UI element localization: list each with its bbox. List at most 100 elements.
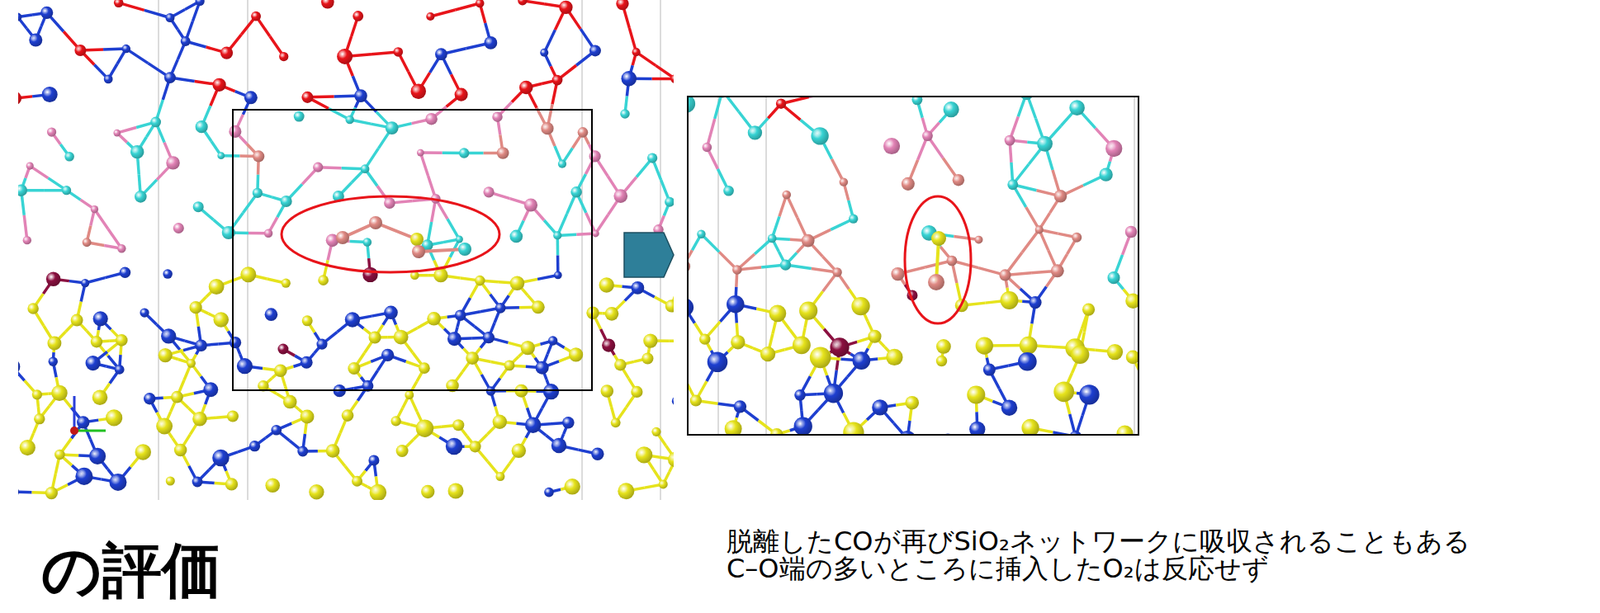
atom (904, 396, 919, 411)
atom (393, 330, 409, 346)
atom (293, 111, 305, 123)
atom (228, 125, 242, 138)
atom (482, 186, 494, 198)
atom (747, 125, 763, 140)
co-chain (336, 216, 472, 259)
atom (492, 111, 502, 122)
atom (1054, 189, 1068, 204)
atom (570, 186, 583, 199)
atom (40, 6, 53, 19)
bond (668, 339, 674, 343)
right-structure (687, 96, 1139, 436)
atom (426, 312, 441, 327)
atom (851, 297, 870, 316)
bond (420, 152, 428, 176)
atom (760, 346, 776, 362)
atom (277, 343, 289, 355)
atom (465, 351, 479, 365)
atom (548, 336, 558, 346)
atom (702, 142, 713, 153)
atom (781, 190, 791, 200)
atom (425, 113, 438, 126)
co-molecule (927, 231, 947, 291)
atom (651, 427, 661, 437)
atom (104, 74, 114, 84)
atom (687, 298, 694, 317)
atom (162, 269, 173, 280)
atom (620, 71, 637, 87)
atom (459, 147, 469, 158)
note-text: 脱離したCOが再びSiO₂ネットワークに吸収されることもある (726, 528, 1594, 556)
atom (368, 454, 379, 466)
atom (113, 129, 121, 138)
atom (51, 385, 67, 402)
atom (410, 232, 424, 247)
zoom-arrow (624, 232, 674, 278)
atom (217, 151, 225, 160)
atom (696, 230, 706, 239)
atom (347, 362, 360, 375)
atom (911, 96, 923, 105)
atom (667, 452, 674, 469)
atom (610, 417, 621, 428)
atom (589, 44, 602, 57)
atom (647, 152, 658, 163)
atom (47, 127, 57, 137)
atom (641, 352, 654, 365)
atom (158, 348, 173, 363)
atom (416, 149, 425, 157)
atom (983, 364, 996, 377)
atom (563, 478, 580, 495)
atom (1007, 179, 1018, 190)
atom (946, 255, 958, 267)
atom (47, 336, 62, 351)
atom (48, 357, 58, 367)
atom (115, 334, 128, 347)
atom (1082, 303, 1095, 317)
atom (85, 355, 101, 371)
atom (1116, 425, 1133, 436)
atom (274, 364, 288, 378)
atom (733, 400, 747, 413)
atom (885, 349, 903, 366)
atom (454, 309, 467, 322)
atom (568, 347, 583, 362)
atom (732, 265, 743, 275)
atom (135, 444, 152, 460)
atom (615, 0, 629, 10)
atom (435, 47, 448, 61)
atom (617, 482, 635, 500)
cell-boundary (582, 0, 583, 501)
atom (252, 188, 263, 199)
atom (577, 127, 589, 138)
atom (1001, 399, 1018, 416)
atom (474, 275, 486, 287)
atom (1021, 419, 1039, 436)
atom (354, 89, 368, 103)
atom (18, 13, 22, 22)
atom (517, 0, 527, 5)
atom (249, 440, 261, 452)
atom (475, 0, 485, 8)
bond (655, 65, 674, 79)
atom (931, 231, 947, 247)
left-structure (18, 0, 674, 501)
atom (524, 198, 538, 212)
atom (726, 295, 745, 314)
atom (539, 48, 549, 57)
atom (1071, 232, 1082, 243)
atom (724, 420, 743, 436)
atom (823, 383, 843, 403)
atom (208, 279, 225, 295)
atom (1017, 352, 1037, 372)
atom (317, 274, 329, 286)
atom (922, 130, 933, 142)
atom (336, 48, 353, 65)
atom (1035, 225, 1044, 234)
atom (670, 74, 674, 84)
atom (631, 281, 645, 295)
atom (531, 300, 545, 314)
atom (82, 237, 92, 247)
atom (105, 409, 123, 427)
